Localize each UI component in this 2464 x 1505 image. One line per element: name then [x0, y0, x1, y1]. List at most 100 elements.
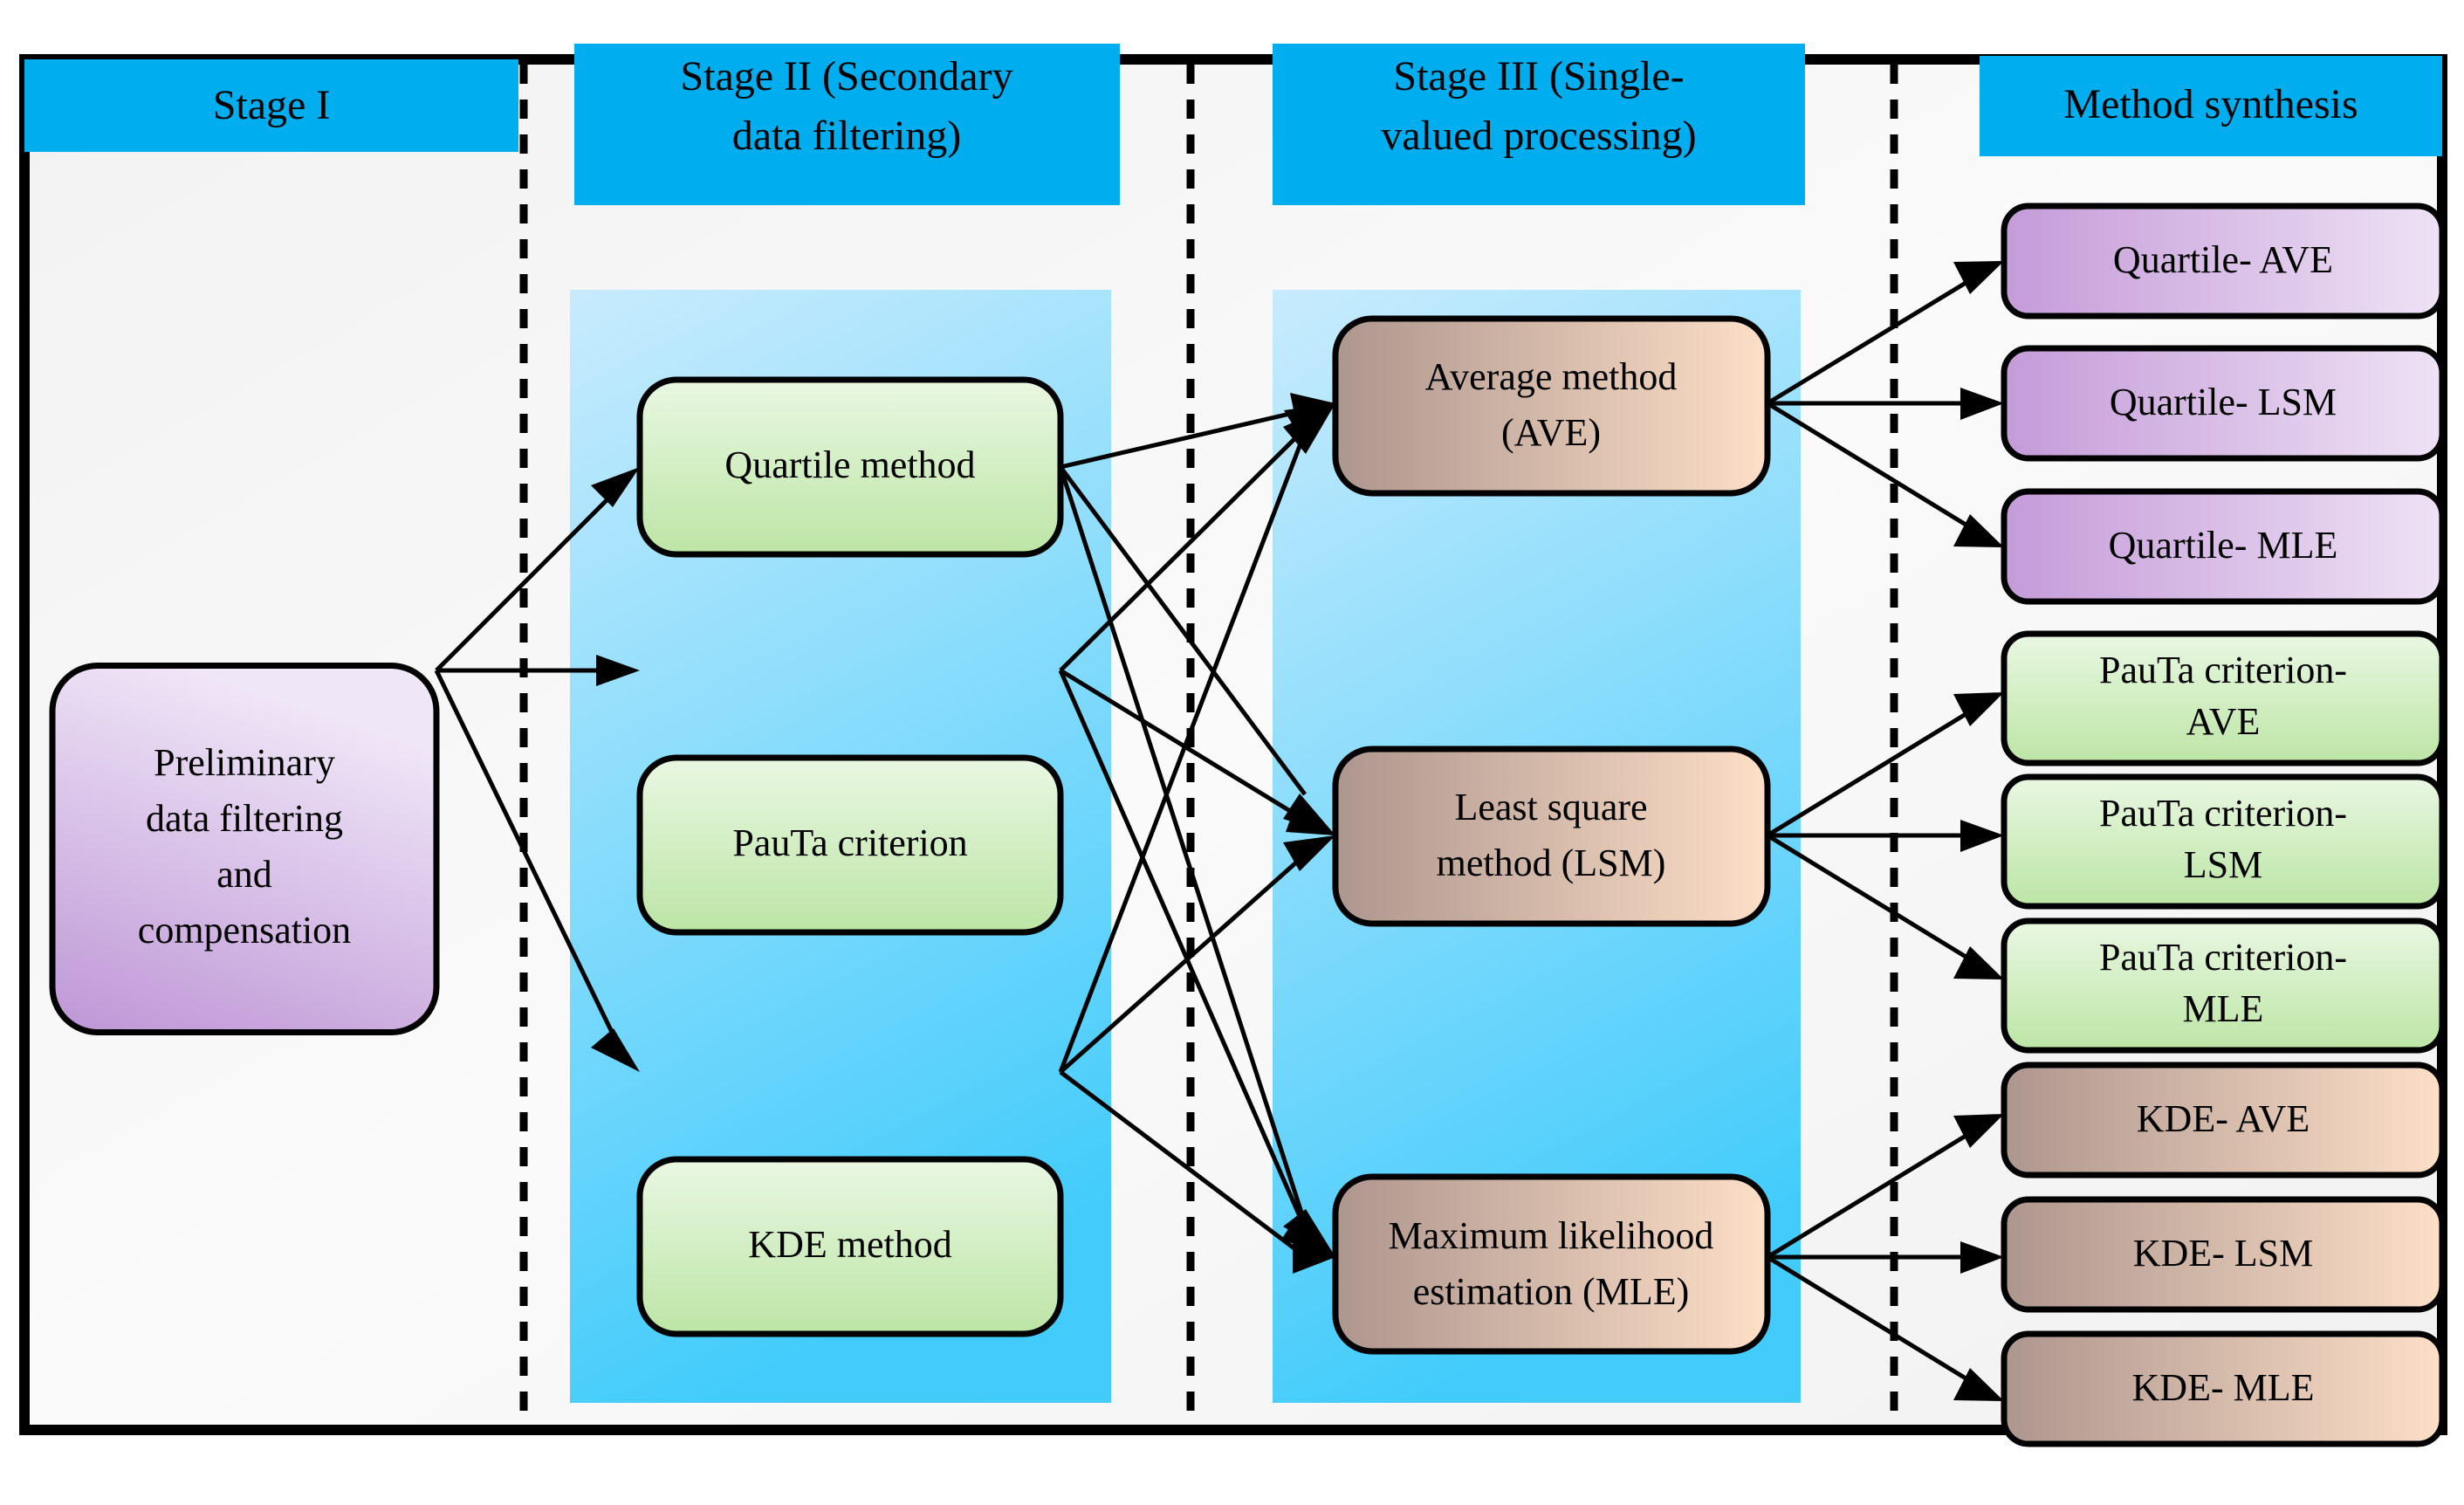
node-k-mle[interactable]: KDE- MLE [2001, 1330, 2446, 1447]
header-stage3-line-1: valued processing) [1381, 113, 1696, 159]
node-p-ave-shape[interactable] [2001, 630, 2446, 766]
node-quartile-label: Quartile method [724, 443, 975, 486]
node-mle-shape[interactable] [1332, 1173, 1771, 1355]
node-p-lsm[interactable]: PauTa criterion- LSM [2001, 773, 2446, 910]
node-q-ave[interactable]: Quartile- AVE [2001, 203, 2446, 320]
node-mle-line-0: Maximum likelihood [1389, 1214, 1714, 1257]
header-synthesis-bar [1980, 56, 2442, 156]
arrowhead-lsm-plsm [1960, 820, 2004, 852]
node-prelim[interactable]: Preliminary data filtering and compensat… [49, 663, 440, 1035]
node-q-ave-shape[interactable] [2001, 203, 2446, 320]
node-kde[interactable]: KDE method [636, 1156, 1064, 1337]
node-lsm[interactable]: Least square method (LSM) [1332, 746, 1771, 927]
node-quartile-shape[interactable] [636, 376, 1064, 558]
node-quartile[interactable]: Quartile method [636, 376, 1064, 558]
edge-mle-kave [1766, 1128, 1976, 1260]
node-p-lsm-line-1: LSM [2184, 843, 2262, 886]
arrowhead-pauta-mle [1281, 1214, 1335, 1257]
arrowhead-kde-lsm [1283, 835, 1335, 871]
node-p-lsm-shape[interactable] [2001, 773, 2446, 910]
header-stage2-line-0: Stage II (Secondary [680, 53, 1012, 100]
arrowhead-ave-qave [1953, 261, 2004, 294]
node-prelim-line-0: Preliminary [154, 741, 335, 784]
arrowhead-pauta-lsm [1286, 803, 1335, 835]
node-ave-line-0: Average method [1425, 355, 1678, 398]
node-k-ave-shape[interactable] [2001, 1062, 2446, 1179]
node-k-mle-label: KDE- MLE [2132, 1366, 2315, 1409]
node-pauta[interactable]: PauTa criterion [636, 754, 1064, 936]
node-q-mle-label: Quartile- MLE [2109, 524, 2338, 567]
node-k-lsm[interactable]: KDE- LSM [2001, 1196, 2446, 1313]
node-q-mle-shape[interactable] [2001, 488, 2446, 605]
node-pauta-label: PauTa criterion [732, 821, 967, 864]
edge-kde-lsm [1059, 854, 1306, 1074]
edge-prelim-quartile [435, 484, 623, 672]
header-synthesis-line-0: Method synthesis [2063, 81, 2358, 127]
arrowhead-lsm-pmle [1953, 946, 2004, 979]
edge-quartile-mle [1058, 466, 1306, 1219]
node-k-mle-shape[interactable] [2001, 1330, 2446, 1447]
node-p-ave-line-1: AVE [2186, 700, 2261, 743]
edges-stage1-to-stage2 [434, 467, 640, 1072]
header-stage2: Stage II (Secondary data filtering) [574, 44, 1120, 205]
edge-quartile-lsm [1058, 465, 1307, 796]
node-q-lsm-shape[interactable] [2001, 345, 2446, 462]
arrowhead-ave-qlsm [1960, 388, 2004, 420]
edge-mle-kmle [1766, 1254, 1976, 1386]
node-q-ave-label: Quartile- AVE [2113, 238, 2333, 281]
node-p-mle-line-1: MLE [2183, 987, 2264, 1030]
header-stage2-line-1: data filtering) [732, 113, 962, 159]
edge-ave-qmle [1766, 401, 1976, 533]
node-k-ave-label: KDE- AVE [2137, 1097, 2310, 1140]
node-q-lsm-label: Quartile- LSM [2110, 381, 2337, 423]
node-p-lsm-line-0: PauTa criterion- [2099, 792, 2347, 835]
node-kde-label: KDE method [748, 1223, 951, 1266]
header-stage3-bar [1273, 44, 1805, 205]
node-prelim-line-3: compensation [138, 909, 351, 952]
header-stage1-bar [24, 59, 518, 152]
node-prelim-shape[interactable] [49, 663, 440, 1035]
node-ave-line-1: (AVE) [1501, 411, 1601, 454]
arrowhead-prelim-pauta [596, 655, 640, 686]
node-mle[interactable]: Maximum likelihood estimation (MLE) [1332, 1173, 1771, 1355]
node-p-ave[interactable]: PauTa criterion- AVE [2001, 630, 2446, 766]
edge-ave-qave [1766, 275, 1976, 406]
node-pauta-shape[interactable] [636, 754, 1064, 936]
node-lsm-shape[interactable] [1332, 746, 1771, 927]
header-stage2-bar [574, 44, 1120, 205]
header-synthesis: Method synthesis [1980, 56, 2442, 156]
edge-lsm-pave [1766, 706, 1976, 838]
header-stage1-line-0: Stage I [213, 82, 331, 128]
arrowhead-prelim-kde [591, 1028, 640, 1072]
arrowhead-mle-kmle [1953, 1368, 2004, 1401]
node-mle-line-1: estimation (MLE) [1413, 1270, 1690, 1313]
edge-kde-ave [1058, 438, 1305, 1073]
node-prelim-line-1: data filtering [146, 797, 343, 840]
node-k-ave[interactable]: KDE- AVE [2001, 1062, 2446, 1179]
arrowhead-prelim-quartile [591, 467, 640, 507]
arrowhead-kde-mle [1293, 1241, 1335, 1274]
node-ave-shape[interactable] [1332, 315, 1771, 497]
arrowhead-ave-qmle [1953, 514, 2004, 547]
node-p-mle[interactable]: PauTa criterion- MLE [2001, 917, 2446, 1054]
edges-stage3-to-synthesis [1766, 261, 2004, 1401]
node-kde-shape[interactable] [636, 1156, 1064, 1337]
arrowhead-lsm-pave [1953, 692, 2004, 726]
node-p-mle-line-0: PauTa criterion- [2099, 936, 2347, 979]
edge-lsm-pmle [1766, 833, 1976, 965]
edge-quartile-ave [1060, 408, 1306, 470]
edge-prelim-kde [434, 669, 624, 1054]
edge-pauta-ave [1059, 431, 1302, 672]
node-p-mle-shape[interactable] [2001, 917, 2446, 1054]
node-ave[interactable]: Average method (AVE) [1332, 315, 1771, 497]
node-q-lsm[interactable]: Quartile- LSM [2001, 345, 2446, 462]
node-prelim-line-2: and [216, 853, 272, 896]
node-lsm-line-0: Least square [1454, 786, 1647, 828]
arrowhead-kde-ave [1283, 403, 1335, 454]
node-k-lsm-shape[interactable] [2001, 1196, 2446, 1313]
node-q-mle[interactable]: Quartile- MLE [2001, 488, 2446, 605]
node-lsm-line-1: method (LSM) [1437, 842, 1666, 884]
edge-pauta-mle [1058, 669, 1305, 1224]
